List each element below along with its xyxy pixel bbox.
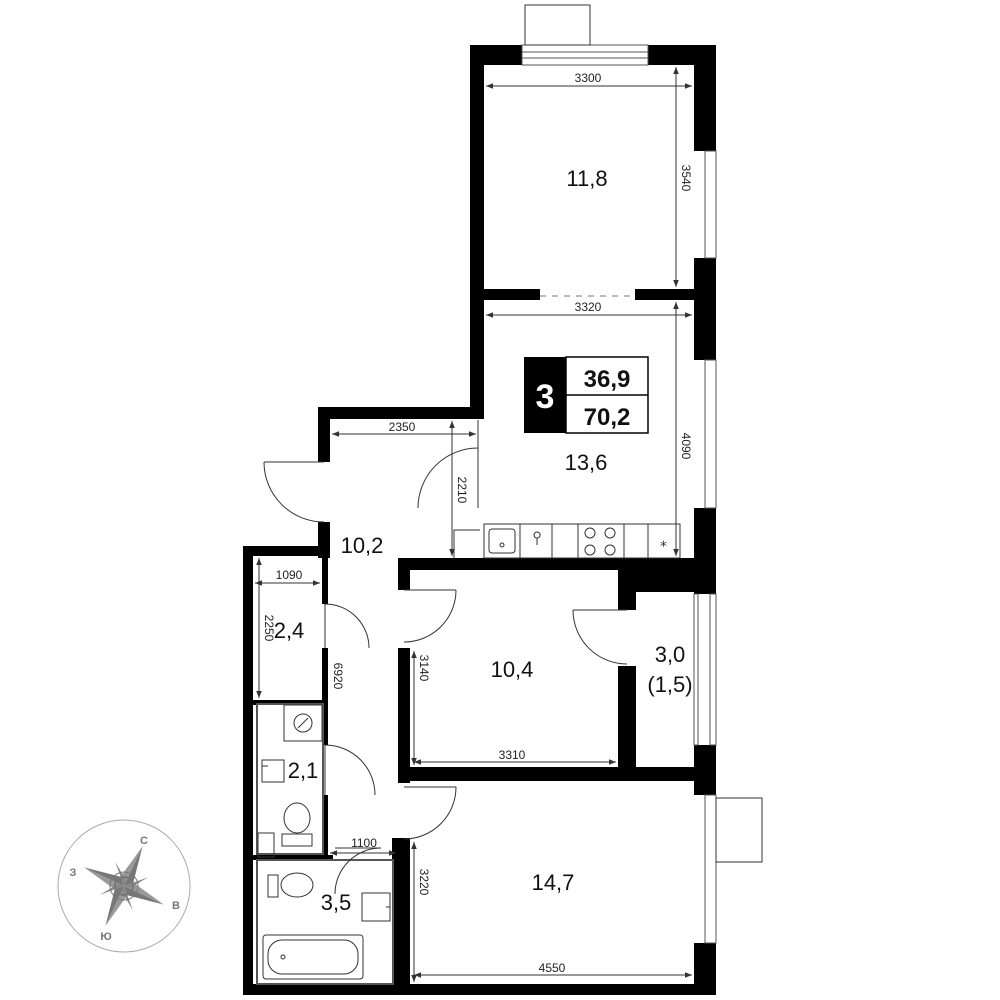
wall-balcony-top [618,570,698,592]
wall-toilet-east-1 [322,700,328,745]
toilet-outline [256,703,324,855]
wall-east-2 [694,258,716,360]
wall-mid-east-1 [618,570,636,610]
compass: С В Ю З [57,819,191,953]
doors [263,420,628,895]
compass-south: Ю [100,931,111,943]
window-north [521,44,649,66]
wall-hall-top [318,407,484,419]
compass-west: З [70,867,77,879]
area-balcony: 3,0 [655,642,686,667]
compass-rose-icon [84,846,164,926]
dim-kitchen-width: 3320 [575,300,602,314]
wall-mid-south [398,767,716,781]
wall-outer-west [243,546,253,995]
area-bathroom: 3,5 [321,890,352,915]
dim-hall-length: 6920 [331,663,345,690]
total-area: 70,2 [584,404,631,431]
bathtub-icon [262,934,364,980]
dim-bath-door: 1100 [351,836,377,850]
rooms-count: 3 [536,378,555,416]
bath-outline [256,859,394,985]
kitchen-counter [483,523,681,559]
wall-west-upper [470,45,484,417]
wall-toilet-south [253,855,333,860]
area-closet: 2,4 [274,618,305,643]
compass-east: В [172,900,180,912]
windows [521,4,763,944]
wall-east-1 [694,45,716,151]
wall-east-3 [694,508,716,594]
dim-north-depth: 3540 [679,165,693,192]
washing-machine-icon [283,704,323,742]
door-toilet [324,744,376,796]
door-bedroom-mid [403,589,457,643]
wall-bottom [243,984,716,995]
summary-badge: 3 36,9 70,2 [524,356,649,434]
riser-shaft [453,529,480,558]
dim-south-width: 4550 [539,961,566,975]
wall-kitchen-south [398,558,698,570]
wall-closet-east-1 [322,556,328,604]
dim-hall-width: 2350 [389,420,416,434]
dim-mid-width: 3310 [499,748,526,762]
wall-bath-east [392,838,400,984]
toilet-bath-icon [280,872,314,898]
area-bedroom-north: 11,8 [566,166,607,191]
wall-closet-south [253,700,328,705]
sink-toilet-icon [261,759,285,783]
sink-bath-icon [361,892,391,922]
area-bedroom-middle: 10,4 [491,657,534,682]
area-hall: 10,2 [341,533,384,558]
wall-south-west [398,838,410,988]
door-bedroom-south [403,786,457,840]
compass-north: С [140,835,148,847]
area-kitchen-living: 13,6 [565,450,608,475]
window-east-3 [704,794,717,944]
ac-unit-north [524,4,591,46]
wall-mid-west-1 [398,558,410,590]
dim-closet-depth: 2250 [262,615,276,642]
gas-valve-icon [533,531,541,546]
living-area: 36,9 [584,366,631,393]
wall-closet-east-2 [322,648,328,700]
wall-mid-west-2 [398,648,410,783]
dim-closet-width: 1090 [276,568,303,582]
toilet-bowl-icon [283,802,311,834]
door-bathroom [334,847,382,895]
door-entrance [263,461,325,523]
hob-burner-icon [584,527,596,539]
door-balcony [572,609,628,665]
ac-unit-east [715,797,763,863]
wall-east-5 [694,943,716,995]
compass-ring [57,819,191,953]
corner-fixture [257,832,275,858]
fridge-snowflake-icon: * [660,539,667,555]
dim-hall-door: 2210 [455,477,469,504]
wall-outer-west-top [243,546,328,556]
window-balcony [709,593,717,746]
window-east-2 [704,359,717,509]
door-closet [324,603,370,649]
wall-hall-west-1 [318,407,330,462]
rooms-count-box [524,357,566,433]
wall-mid-east-2 [618,666,636,770]
walls [243,45,716,995]
window-balcony-inner [693,593,699,746]
dim-north-width: 3300 [575,71,602,85]
wall-partition-1 [484,289,540,300]
dim-kitchen-depth: 4090 [679,433,693,460]
window-east-1 [704,150,717,259]
door-kitchen [417,420,479,509]
wall-partition-2 [635,289,695,300]
area-bedroom-south: 14,7 [532,870,575,895]
wall-toilet-east-2 [322,795,328,855]
dimension-lines [255,67,692,982]
kitchen-sink-icon [488,528,516,554]
dim-south-depth: 3220 [417,869,431,896]
area-balcony-reduced: (1,5) [647,672,692,697]
dim-mid-depth: 3140 [417,655,431,682]
area-toilet: 2,1 [288,758,319,783]
